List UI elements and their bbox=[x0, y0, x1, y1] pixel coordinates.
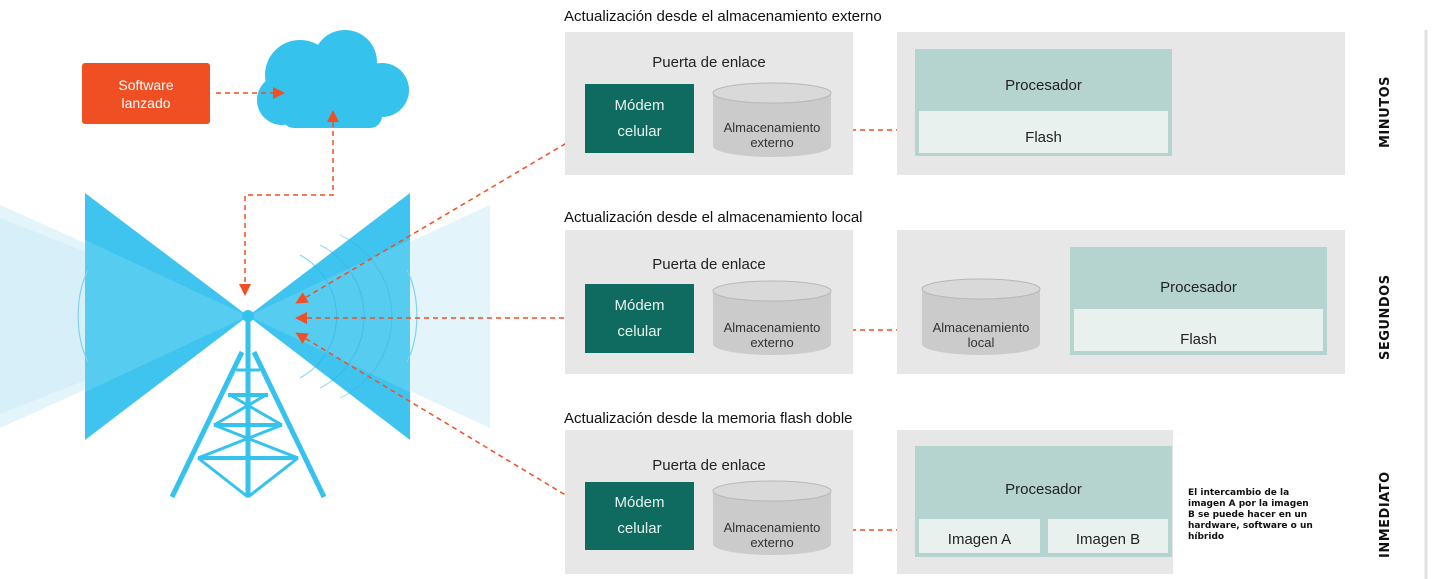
local-storage-cylinder bbox=[921, 278, 1041, 355]
local-storage-label: Almacenamiento local bbox=[926, 320, 1036, 350]
external-storage-cylinder-3 bbox=[712, 480, 832, 555]
software-launched-box: Software lanzado bbox=[82, 63, 210, 124]
section-title-dual-flash: Actualización desde la memoria flash dob… bbox=[564, 410, 853, 427]
modem-line2: celular bbox=[617, 122, 662, 140]
storage-line2: externo bbox=[750, 535, 794, 550]
processor-label-1: Procesador bbox=[1005, 77, 1082, 94]
storage-line1: Almacenamiento bbox=[723, 120, 821, 135]
gateway-label-3: Puerta de enlace bbox=[652, 457, 766, 474]
external-storage-label-2: Almacenamiento externo bbox=[712, 320, 832, 350]
modem-line1: Módem bbox=[614, 96, 665, 114]
storage-line2: externo bbox=[750, 135, 794, 150]
external-storage-cylinder-1 bbox=[712, 82, 832, 157]
cellular-modem-3: Módem celular bbox=[585, 482, 694, 550]
flash-box-1: Flash bbox=[919, 111, 1168, 153]
side-label-seconds: SEGUNDOS bbox=[1378, 274, 1393, 360]
external-storage-label-3: Almacenamiento externo bbox=[712, 520, 832, 550]
storage-line2: externo bbox=[750, 335, 794, 350]
cellular-modem-2: Módem celular bbox=[585, 284, 694, 353]
side-label-minutes: MINUTOS bbox=[1378, 76, 1393, 148]
image-b-box: Imagen B bbox=[1048, 519, 1168, 553]
cellular-modem-1: Módem celular bbox=[585, 84, 694, 153]
external-storage-label-1: Almacenamiento externo bbox=[712, 120, 832, 150]
modem-line2: celular bbox=[617, 322, 662, 340]
software-label-line1: Software bbox=[118, 76, 174, 93]
external-storage-cylinder-2 bbox=[712, 280, 832, 355]
local-storage-line1: Almacenamiento bbox=[932, 320, 1030, 335]
modem-line1: Módem bbox=[614, 296, 665, 314]
software-label-line2: lanzado bbox=[121, 94, 171, 111]
processor-label-3: Procesador bbox=[1005, 481, 1082, 498]
gateway-label-1: Puerta de enlace bbox=[652, 54, 766, 71]
modem-line2: celular bbox=[617, 520, 662, 537]
flash-box-2: Flash bbox=[1074, 309, 1323, 351]
image-swap-note: El intercambio de la imagen A por la ima… bbox=[1188, 488, 1313, 542]
section-title-external: Actualización desde el almacenamiento ex… bbox=[564, 8, 882, 25]
side-label-immediate: INMEDIATO bbox=[1378, 471, 1393, 558]
local-storage-line2: local bbox=[967, 335, 995, 350]
storage-line1: Almacenamiento bbox=[723, 520, 821, 535]
storage-line1: Almacenamiento bbox=[723, 320, 821, 335]
modem-line1: Módem bbox=[614, 494, 665, 511]
section-title-local: Actualización desde el almacenamiento lo… bbox=[564, 209, 863, 226]
image-a-box: Imagen A bbox=[919, 519, 1040, 553]
gateway-label-2: Puerta de enlace bbox=[652, 256, 766, 273]
processor-label-2: Procesador bbox=[1160, 279, 1237, 296]
